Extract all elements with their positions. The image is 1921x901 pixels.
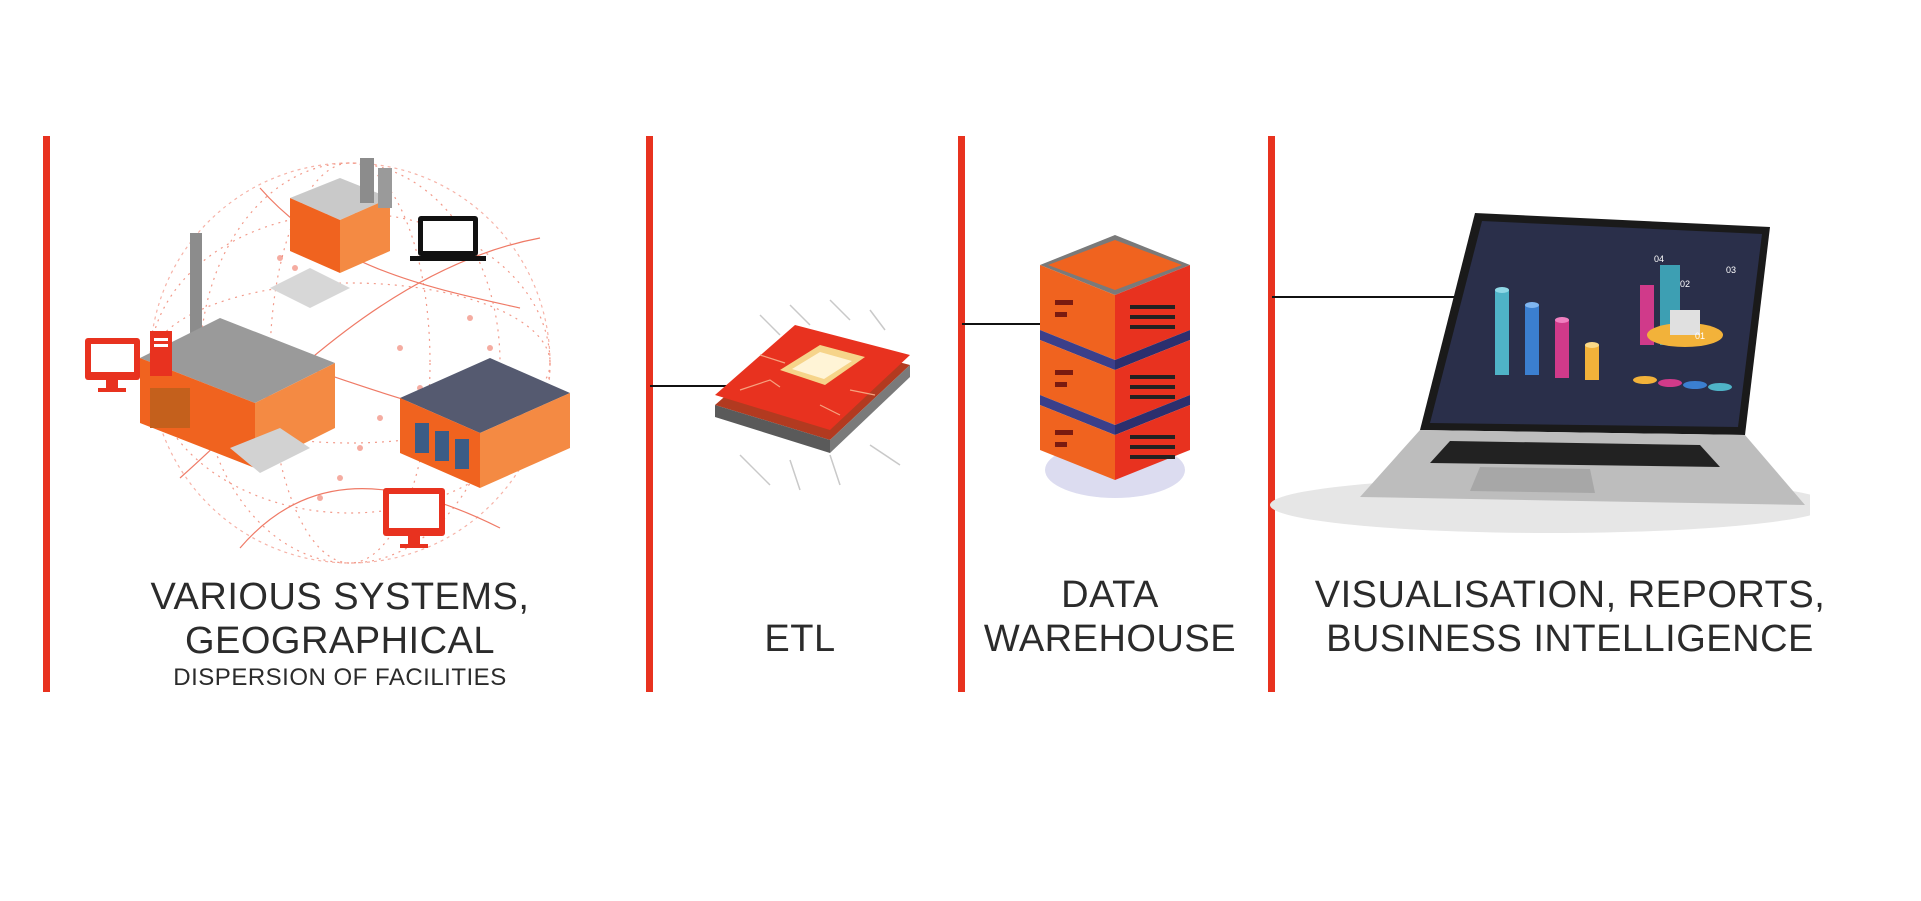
sources-illustration	[85, 158, 570, 564]
cpu-chip-icon	[715, 299, 910, 491]
chart-label-01: 01	[1695, 331, 1705, 341]
etl-title: ETL	[764, 618, 836, 660]
bar-cylinders	[1495, 265, 1732, 391]
connector-etl	[650, 385, 745, 387]
monitor-icon	[383, 488, 445, 548]
divider-etl	[646, 136, 653, 692]
divider-dwh	[958, 136, 965, 692]
dwh-title-line1: DATA	[1061, 574, 1159, 616]
connector-bi	[1272, 296, 1477, 298]
laptop-icon	[410, 216, 486, 261]
chart-label-03: 03	[1726, 265, 1736, 275]
dwh-label: DATA WAREHOUSE	[980, 573, 1240, 661]
factory-icon	[270, 158, 392, 308]
dwh-title-line2: WAREHOUSE	[983, 618, 1237, 660]
bi-title-line1: VISUALISATION, REPORTS,	[1314, 574, 1826, 616]
server-icon	[1040, 235, 1190, 498]
sources-subtitle: DISPERSION OF FACILITIES	[173, 664, 507, 691]
office-building-icon	[400, 358, 570, 488]
divider-bi	[1268, 136, 1275, 692]
connector-dwh	[962, 323, 1044, 325]
bi-title-line2: BUSINESS INTELLIGENCE	[1326, 618, 1814, 660]
monitor-icon	[85, 331, 172, 392]
sources-title-line1: VARIOUS SYSTEMS,	[150, 576, 530, 618]
bi-label: VISUALISATION, REPORTS, BUSINESS INTELLI…	[1300, 573, 1840, 661]
warehouse-icon	[140, 233, 335, 473]
sources-label: VARIOUS SYSTEMS, GEOGRAPHICAL DISPERSION…	[130, 575, 550, 693]
sources-title-line2: GEOGRAPHICAL	[184, 620, 496, 662]
laptop-icon: 04 02 03 01	[1270, 213, 1810, 533]
chart-label-04: 04	[1654, 254, 1664, 264]
divider-sources	[43, 136, 50, 692]
etl-label: ETL	[700, 617, 900, 661]
chart-label-02: 02	[1680, 279, 1690, 289]
